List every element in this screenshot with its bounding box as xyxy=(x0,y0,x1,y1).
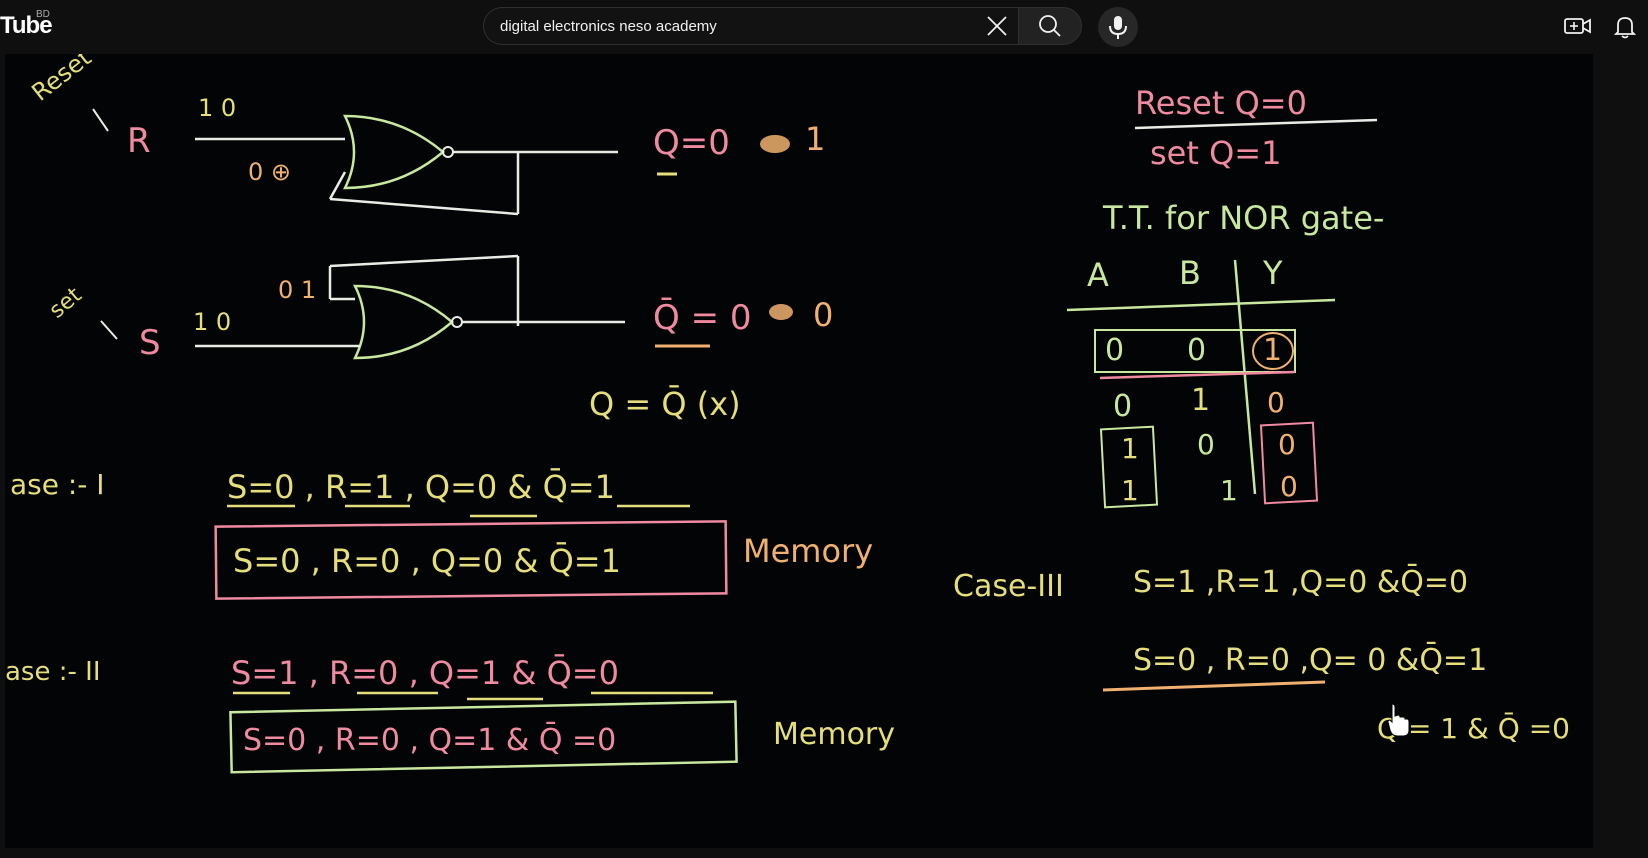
mic-icon xyxy=(1109,16,1127,39)
tt-r0-highlight xyxy=(1094,329,1296,373)
tt-header-b: B xyxy=(1179,254,1201,292)
video-right-margin xyxy=(1593,54,1648,848)
case-1-line: S=0 , R=1 , Q=0 & Q̄=1 xyxy=(227,467,615,506)
reset-arrow xyxy=(92,108,109,132)
q-next-value: 1 xyxy=(805,120,825,158)
case-2-label: ase :- II xyxy=(5,657,100,687)
youtube-logo[interactable]: Tube xyxy=(0,12,53,40)
set-word: set xyxy=(45,283,87,324)
set-arrow xyxy=(100,320,118,340)
close-icon xyxy=(987,16,1007,36)
case-2-memory: Memory xyxy=(773,717,895,752)
tt-r0-b: 0 xyxy=(1187,333,1206,368)
q-scribble xyxy=(760,135,790,153)
tt-r2-y: 0 xyxy=(1278,428,1296,461)
search-query[interactable]: digital electronics neso academy xyxy=(500,18,717,35)
bottom-nor-gate xyxy=(352,284,454,360)
invisible-guide-2 xyxy=(330,206,518,259)
reset-set-divider xyxy=(1134,118,1378,130)
q-output-value: Q=0 xyxy=(653,123,730,163)
case-3-underline xyxy=(1102,680,1326,692)
clear-search-button[interactable] xyxy=(983,12,1011,40)
reset-set-summary: Reset Q=0 set Q=1 xyxy=(1134,84,1378,172)
tt-r0-y: 1 xyxy=(1263,333,1282,368)
tt-r3-b: 1 xyxy=(1220,474,1238,507)
voice-search-button[interactable] xyxy=(1098,7,1138,47)
video-player[interactable]: Reset R 1 0 0 ⊕ Q=0 1 set xyxy=(5,43,1593,848)
case-2: ase :- II S=1 , R=0 , Q=1 & Q̄=0 S=0 , R… xyxy=(5,653,895,774)
tt-header-y: Y xyxy=(1262,254,1283,292)
tt-y-group-box xyxy=(1259,421,1319,505)
case-1: ase :- I S=0 , R=1 , Q=0 & Q̄=1 S=0 , R=… xyxy=(10,467,873,600)
case-3: Case-III S=1 ,R=1 ,Q=0 &Q̄=0 S=0 , R=0 ,… xyxy=(953,564,1570,745)
case-2-line: S=1 , R=0 , Q=1 & Q̄=0 xyxy=(231,653,619,692)
s-input-label: S xyxy=(139,323,161,363)
reset-summary-line: Reset Q=0 xyxy=(1135,84,1307,122)
r-gate-feedback-value: 0 ⊕ xyxy=(248,158,291,186)
create-button[interactable] xyxy=(1562,12,1594,40)
set-summary-line: set Q=1 xyxy=(1150,134,1281,172)
bell-icon xyxy=(1613,17,1637,39)
qbar-next-value: 0 xyxy=(813,296,833,334)
s-input-values: 1 0 xyxy=(193,308,231,336)
tt-r1-b: 1 xyxy=(1191,383,1210,418)
truth-table-title: T.T. for NOR gate- xyxy=(1102,199,1384,237)
qbar-output-value: Q̄ = 0 xyxy=(653,297,752,338)
tt-a-group-box xyxy=(1099,425,1159,509)
notifications-button[interactable] xyxy=(1610,12,1640,40)
youtube-header: Tube BD digital electronics neso academy xyxy=(0,0,1648,54)
s-gate-feedback-value: 0 1 xyxy=(278,276,316,304)
case-1-memory: Memory xyxy=(743,532,873,570)
tt-r3-a: 1 xyxy=(1121,474,1139,507)
logo-country-code: BD xyxy=(36,9,50,20)
tt-r0-y-circle xyxy=(1252,332,1294,370)
top-gate-feedback-in xyxy=(328,171,347,200)
tt-r1-y: 0 xyxy=(1267,386,1285,419)
tt-header-a: A xyxy=(1087,256,1109,294)
search-button[interactable] xyxy=(1018,7,1082,45)
tt-r0-underline xyxy=(1099,370,1296,380)
tt-r0-a: 0 xyxy=(1105,333,1124,368)
r-input-values: 1 0 xyxy=(198,94,236,122)
top-nor-gate xyxy=(342,114,445,190)
logo-text[interactable]: Tube xyxy=(0,12,53,39)
search-input[interactable]: digital electronics neso academy xyxy=(483,7,1018,45)
tt-r1-a: 0 xyxy=(1113,389,1132,424)
cross-wire-1 xyxy=(329,197,519,216)
tt-column-divider xyxy=(1233,259,1257,495)
whiteboard-frame: Reset R 1 0 0 ⊕ Q=0 1 set xyxy=(5,43,1570,774)
create-video-icon xyxy=(1564,18,1591,34)
case-3-line-2: S=0 , R=0 ,Q= 0 &Q̄=1 xyxy=(1133,642,1487,678)
invalid-condition: Q = Q̄ (x) xyxy=(589,384,741,423)
case-2-box xyxy=(229,700,738,774)
case-1-boxed-line: S=0 , R=0 , Q=0 & Q̄=1 xyxy=(233,541,621,580)
case-1-label: ase :- I xyxy=(10,468,105,501)
r-input-label: R xyxy=(127,121,151,161)
tt-header-divider xyxy=(1066,298,1336,312)
search-icon xyxy=(1039,15,1061,37)
sr-latch-circuit: Reset R 1 0 0 ⊕ Q=0 1 set xyxy=(26,43,833,423)
tt-r3-y: 0 xyxy=(1280,470,1298,503)
reset-word: Reset xyxy=(26,54,96,107)
cross-wire-2 xyxy=(329,254,519,268)
qbar-scribble xyxy=(769,304,793,320)
case-1-box xyxy=(214,520,728,600)
nor-truth-table: T.T. for NOR gate- A B Y 0 0 1 0 1 0 1 0… xyxy=(1066,199,1384,509)
case-3-label: Case-III xyxy=(953,569,1064,604)
case-2-boxed-line: S=0 , R=0 , Q=1 & Q̄ =0 xyxy=(243,722,616,758)
tt-r2-a: 1 xyxy=(1121,432,1139,465)
tt-r2-b: 0 xyxy=(1197,428,1215,461)
case-3-line-1: S=1 ,R=1 ,Q=0 &Q̄=0 xyxy=(1133,564,1468,600)
hand-cursor-icon xyxy=(1387,703,1410,737)
